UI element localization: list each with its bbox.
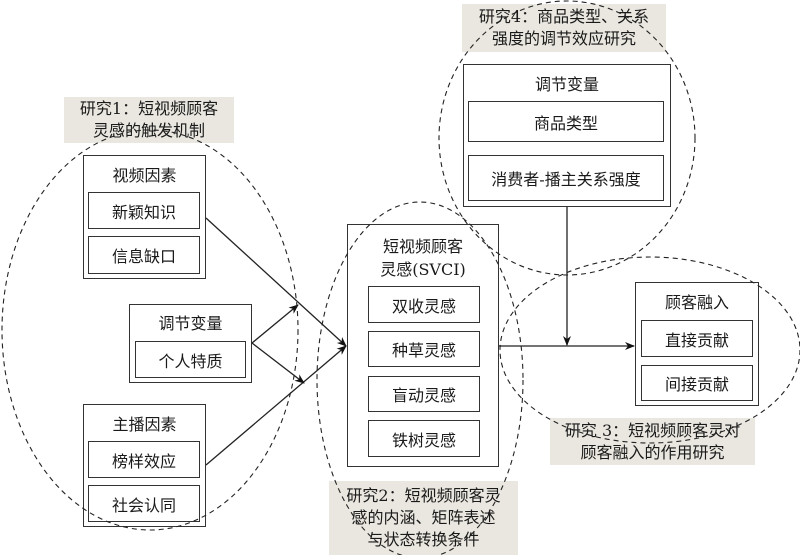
information-gap-box: 信息缺口: [88, 236, 200, 274]
rare-inspiration-box: 铁树灵感: [368, 420, 480, 457]
seeding-inspiration-box: 种草灵感: [368, 331, 480, 367]
svci-title-line1: 短视频顾客: [382, 237, 463, 256]
customer-engagement-title: 顾客融入: [664, 293, 729, 312]
moderator-right-title: 调节变量: [534, 75, 599, 94]
impulsive-inspiration-box: 盲动灵感: [368, 376, 480, 412]
svci-title-line2: 灵感(SVCI): [380, 260, 466, 279]
social-identity-box: 社会认同: [88, 485, 200, 522]
video-factors-title: 视频因素: [112, 166, 177, 185]
product-type-box: 商品类型: [468, 101, 664, 142]
arrow-moderator-down: [251, 342, 305, 384]
study4-label: 研究4：商品类型、关系 强度的调节效应研究: [462, 4, 666, 52]
moderator-left-title: 调节变量: [158, 314, 223, 333]
arrow-moderator-up: [251, 304, 299, 344]
relationship-strength-box: 消费者-播主关系强度: [468, 155, 664, 201]
personal-traits-box: 个人特质: [135, 341, 246, 378]
study1-label: 研究1：短视频顾客 灵感的触发机制: [64, 97, 234, 143]
dual-gain-inspiration-box: 双收灵感: [368, 286, 480, 323]
anchor-factors-title: 主播因素: [112, 415, 177, 434]
study2-label: 研究2：短视频顾客灵 感的内涵、矩阵表述 与状态转换条件: [329, 481, 518, 555]
novel-knowledge-box: 新颖知识: [88, 192, 200, 229]
direct-contribution-box: 直接贡献: [641, 320, 753, 357]
study3-label: 研究 3：短视频顾客灵对 顾客融入的作用研究: [550, 418, 755, 465]
indirect-contribution-box: 间接贡献: [641, 365, 753, 401]
role-model-effect-box: 榜样效应: [88, 441, 200, 478]
